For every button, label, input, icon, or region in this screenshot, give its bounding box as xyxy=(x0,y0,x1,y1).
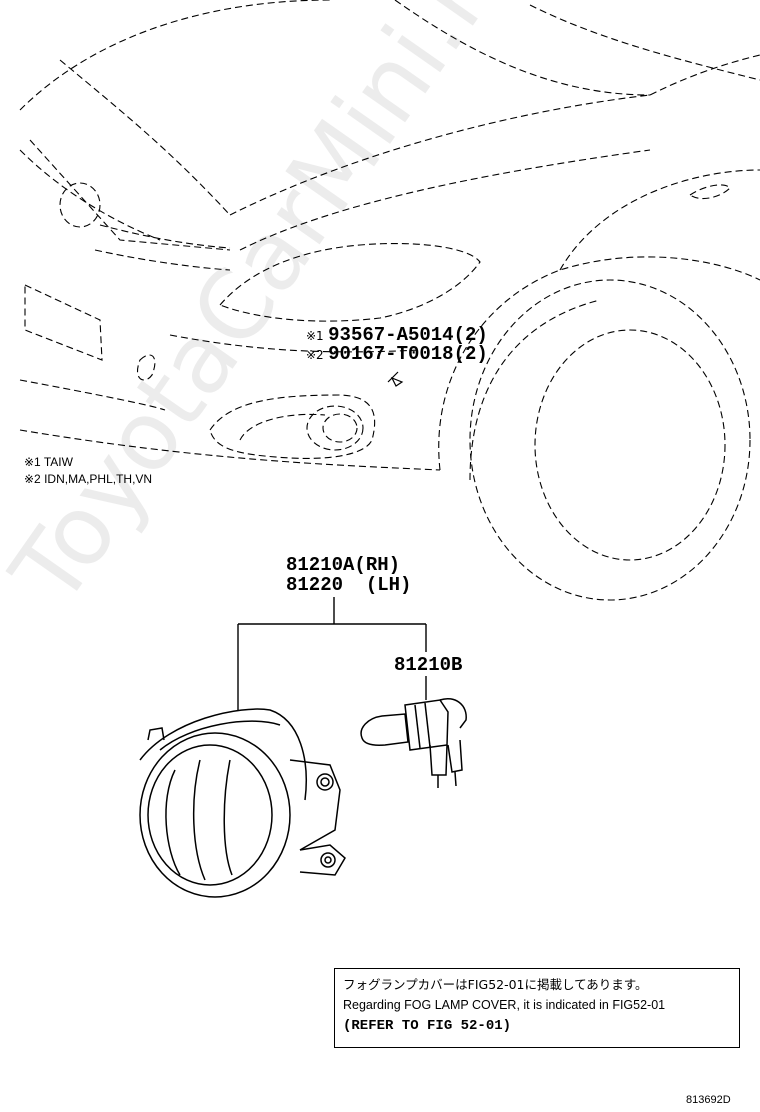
bolt xyxy=(387,371,404,387)
footnote-mark-1: ※1 xyxy=(24,455,41,469)
car-front-outline xyxy=(19,0,760,601)
lamp-rh-part-number: 81210A(RH) xyxy=(286,554,401,576)
note-reference: (REFER TO FIG 52-01) xyxy=(343,1018,512,1034)
callout-mark-2: ※2 xyxy=(306,348,324,362)
footnote-text-1: TAIW xyxy=(43,455,73,469)
note-japanese: フォグランプカバーはFIG52-01に掲載してあります。 xyxy=(343,977,648,992)
callout-bolt-2: ※2 90167-T0018(2) xyxy=(306,343,488,365)
leader-lines xyxy=(237,597,427,710)
bolt-qty-2: (2) xyxy=(453,343,488,365)
illustration-id: 813692D xyxy=(686,1094,731,1106)
callout-mark-1: ※1 xyxy=(306,329,324,343)
callout-bolt-1: ※1 93567-A5014(2) xyxy=(306,324,488,346)
bolt-part-number-1: 93567-A5014 xyxy=(328,324,454,346)
bolt-part-number-2: 90167-T0018 xyxy=(328,343,454,365)
bolt-qty-1: (2) xyxy=(453,324,488,346)
footnote-text-2: IDN,MA,PHL,TH,VN xyxy=(44,472,153,486)
footnote-mark-2: ※2 xyxy=(24,472,41,486)
footnote-2: ※2 IDN,MA,PHL,TH,VN xyxy=(24,472,152,486)
lamp-lh-part-number: 81220 (LH) xyxy=(286,574,412,596)
bulb-part-number: 81210B xyxy=(394,654,463,676)
reference-note-box: フォグランプカバーはFIG52-01に掲載してあります。 Regarding F… xyxy=(334,968,740,1048)
note-english: Regarding FOG LAMP COVER, it is indicate… xyxy=(343,998,666,1012)
fog-lamp xyxy=(139,708,346,898)
bulb xyxy=(360,698,467,788)
footnote-1: ※1 TAIW xyxy=(24,455,73,469)
